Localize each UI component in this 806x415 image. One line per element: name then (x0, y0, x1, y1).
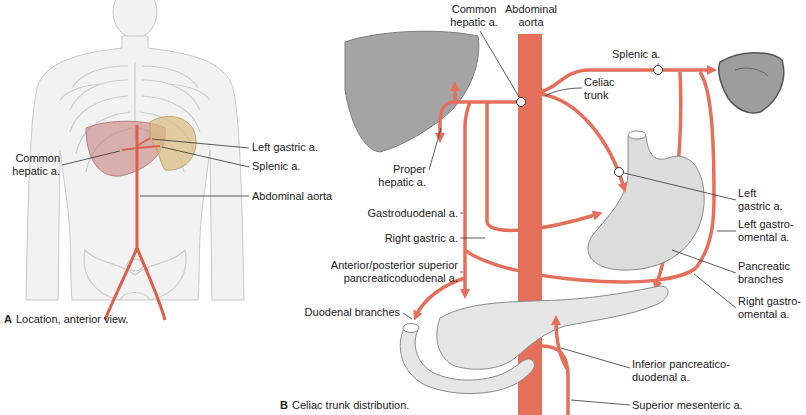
liver (345, 31, 479, 152)
artery-label: Splenic a. (612, 48, 660, 61)
artery-label: Abdominal aorta (252, 190, 332, 203)
panel-letter: B (280, 399, 288, 412)
artery-label: Common hepatic a. (2, 152, 60, 178)
artery-label: Duodenal branches (300, 306, 400, 319)
leader-lines (62, 139, 249, 196)
artery-label: Left gastro-omental a. (738, 218, 800, 244)
aorta (105, 125, 165, 320)
pancreas-duodenum (400, 286, 668, 394)
spleen (719, 53, 784, 113)
artery-label: Right gastric a. (358, 232, 458, 245)
artery-label: Abdominal aorta (500, 3, 562, 29)
artery-label: Splenic a. (252, 160, 300, 173)
pelvis (84, 250, 186, 300)
marker-circle (517, 66, 663, 177)
artery-label: Gastroduodenal a. (340, 207, 458, 220)
celiac-distribution (345, 31, 784, 415)
artery-label: Celiac trunk (584, 76, 626, 102)
panel-letter: A (4, 313, 12, 326)
aorta (518, 34, 542, 415)
artery-label: Inferior pancreatico-duodenal a. (632, 358, 736, 384)
artery-label: Right gastro-omental a. (738, 295, 802, 321)
artery-label: Anterior/posterior superior pancreaticod… (286, 259, 458, 285)
stomach (588, 131, 704, 270)
artery-label: Common hepatic a. (443, 3, 505, 29)
artery-label: Left gastric a. (738, 187, 788, 213)
artery-label: Proper hepatic a. (360, 163, 426, 189)
stomach (150, 116, 196, 170)
panel-caption: Celiac trunk distribution. (292, 399, 409, 412)
artery-label: Superior mesenteric a. (632, 399, 743, 412)
panel-caption: Location, anterior view. (16, 313, 129, 326)
artery-label: Pancreatic branches (738, 260, 798, 286)
artery-label: Left gastric a. (252, 141, 318, 154)
